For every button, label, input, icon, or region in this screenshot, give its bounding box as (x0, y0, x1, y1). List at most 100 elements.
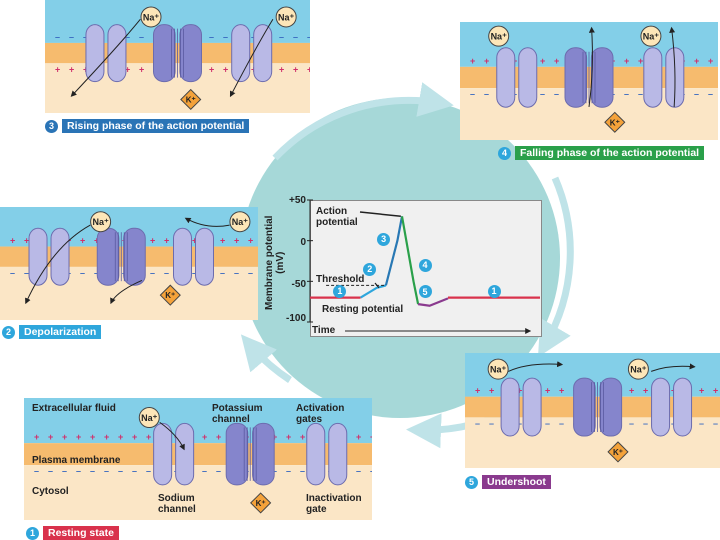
stage-label-4: 4 Falling phase of the action potential (498, 146, 705, 160)
svg-text:–: – (300, 466, 305, 476)
sodium-ion: Na⁺ (90, 211, 112, 233)
svg-text:Na⁺: Na⁺ (143, 12, 160, 22)
membrane-diagram: +–+–+–+–+–+–+–+–+–+–+–+–+–+–+–+–+–+–Na⁺N… (460, 22, 718, 140)
svg-text:+: + (694, 56, 699, 66)
svg-text:+: + (202, 432, 207, 442)
stage-number: 1 (26, 526, 39, 540)
potassium-channel-protein (153, 24, 202, 83)
sodium-channel-protein (651, 377, 693, 437)
svg-text:+: + (629, 386, 634, 396)
svg-text:–: – (69, 32, 74, 42)
stage-title: Rising phase of the action potential (62, 119, 250, 133)
svg-text:+: + (559, 386, 564, 396)
sodium-channel-protein (153, 422, 195, 486)
svg-text:Na⁺: Na⁺ (490, 365, 507, 375)
svg-text:–: – (248, 268, 253, 278)
svg-text:–: – (76, 466, 81, 476)
svg-text:–: – (643, 418, 648, 428)
svg-text:–: – (90, 466, 95, 476)
phase-marker-2: 2 (363, 262, 377, 276)
y-tick-label: -100 (285, 313, 306, 324)
panel-undershoot: +–+–+–+–+–+–+–+–+–+–+–+–+–+–+–+–+–+–Na⁺N… (465, 353, 720, 468)
svg-text:–: – (104, 466, 109, 476)
svg-text:+: + (638, 56, 643, 66)
svg-text:+: + (76, 432, 81, 442)
svg-text:–: – (55, 32, 60, 42)
svg-text:Na⁺: Na⁺ (630, 365, 647, 375)
svg-text:–: – (629, 418, 634, 428)
potassium-ion: K⁺ (180, 88, 202, 111)
stage-label-1: 1 Resting state (26, 526, 119, 540)
svg-text:–: – (24, 268, 29, 278)
y-tick-label: 0 (300, 237, 306, 248)
sodium-ion: Na⁺ (640, 25, 662, 47)
svg-text:–: – (624, 89, 629, 99)
svg-text:Na⁺: Na⁺ (491, 32, 508, 42)
svg-text:+: + (24, 236, 29, 246)
svg-text:–: – (554, 89, 559, 99)
action-potential-leader (359, 211, 401, 218)
svg-text:–: – (139, 32, 144, 42)
potassium-ion: K⁺ (604, 111, 626, 133)
svg-text:–: – (146, 466, 151, 476)
potassium-channel-protein (225, 422, 275, 486)
label-cytosol: Cytosol (32, 486, 69, 497)
svg-text:+: + (624, 56, 629, 66)
phase-marker-5: 5 (418, 285, 432, 299)
svg-text:+: + (643, 386, 648, 396)
svg-text:–: – (279, 32, 284, 42)
label-extracellular-fluid: Extracellular fluid (32, 403, 116, 414)
svg-text:–: – (150, 268, 155, 278)
svg-text:+: + (475, 386, 480, 396)
sodium-ion: Na⁺ (627, 358, 649, 380)
phase-4-line (400, 216, 420, 305)
svg-text:–: – (307, 32, 310, 42)
svg-text:K⁺: K⁺ (186, 95, 196, 104)
sodium-channel-protein (496, 47, 538, 108)
cycle-arrow-right (537, 176, 574, 358)
svg-text:+: + (132, 432, 137, 442)
svg-text:+: + (293, 64, 298, 74)
cycle-arrow-left (240, 334, 292, 383)
annotation-action-potential: Action potential (316, 206, 358, 228)
stage-title: Falling phase of the action potential (515, 146, 705, 160)
stage-title: Undershoot (482, 475, 551, 489)
svg-text:–: – (708, 89, 713, 99)
svg-text:+: + (234, 236, 239, 246)
svg-text:+: + (150, 236, 155, 246)
svg-text:–: – (234, 268, 239, 278)
phase-3-line (384, 216, 404, 286)
svg-text:–: – (545, 418, 550, 428)
membrane-diagram: +–+–+–+–+–+–+–+–+–+–+–+–+–+–+–+–+–+–+–+–… (24, 398, 375, 520)
svg-text:–: – (699, 418, 704, 428)
svg-text:+: + (356, 432, 361, 442)
cycle-arrow-top (272, 82, 454, 161)
potassium-channel-protein (573, 377, 623, 437)
svg-text:–: – (80, 268, 85, 278)
svg-text:+: + (307, 64, 310, 74)
stage-title: Depolarization (19, 325, 102, 339)
panel-falling-phase: +–+–+–+–+–+–+–+–+–+–+–+–+–+–+–+–+–+–Na⁺N… (460, 22, 718, 140)
svg-text:K⁺: K⁺ (613, 448, 623, 457)
potassium-channel-protein (96, 227, 146, 286)
svg-text:+: + (55, 64, 60, 74)
svg-text:+: + (48, 432, 53, 442)
label-potassium-channel: Potassium channel (212, 403, 263, 425)
svg-text:+: + (34, 432, 39, 442)
stage-label-3: 3 Rising phase of the action potential (45, 119, 250, 133)
panel-rising-phase: –+–+–+–+–+–+–+–+–+–+–+–+–+–+–+–+–+–+–+Na… (45, 0, 312, 113)
y-tick-label: +50 (289, 195, 306, 206)
svg-text:–: – (694, 89, 699, 99)
svg-text:Na⁺: Na⁺ (141, 413, 158, 423)
svg-text:+: + (484, 56, 489, 66)
phase-2-line (360, 284, 387, 299)
svg-text:+: + (69, 64, 74, 74)
svg-text:+: + (220, 236, 225, 246)
potassium-channel-protein (564, 47, 614, 108)
svg-text:+: + (713, 386, 718, 396)
svg-text:+: + (118, 432, 123, 442)
potassium-ion: K⁺ (159, 284, 181, 306)
svg-text:–: – (48, 466, 53, 476)
svg-text:K⁺: K⁺ (256, 499, 266, 508)
